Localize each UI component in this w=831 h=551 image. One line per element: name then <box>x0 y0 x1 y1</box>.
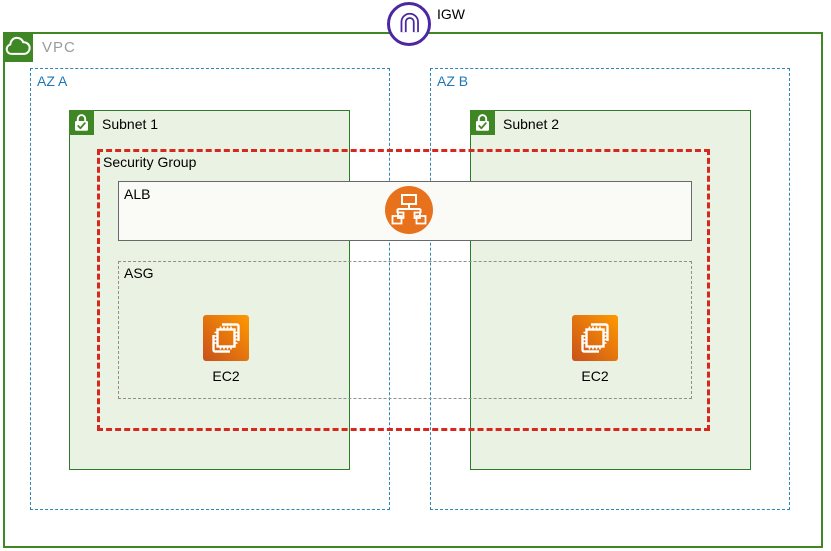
alb-label: ALB <box>124 186 151 202</box>
asg-container: ASG <box>118 261 692 399</box>
subnet-2-container <box>470 110 751 470</box>
az-a-container: AZ A <box>30 68 390 510</box>
vpc-label: VPC <box>42 39 76 56</box>
az-b-label: AZ B <box>437 73 469 89</box>
ec2-icon <box>203 315 249 361</box>
load-balancer-icon <box>385 186 433 234</box>
security-group-label: Security Group <box>103 154 197 170</box>
asg-label: ASG <box>124 265 154 281</box>
az-b-container: AZ B <box>430 68 790 510</box>
az-a-label: AZ A <box>37 73 68 89</box>
ec2-label: EC2 <box>212 368 240 384</box>
lock-check-icon <box>470 110 495 135</box>
subnet-1-container <box>69 110 350 470</box>
ec2-label: EC2 <box>581 368 609 384</box>
igw-label: IGW <box>437 6 465 22</box>
subnet-2-label: Subnet 2 <box>503 116 560 132</box>
internet-gateway-icon <box>387 2 431 46</box>
ec2-icon <box>572 315 618 361</box>
lock-check-icon <box>69 110 94 135</box>
cloud-icon <box>3 32 33 62</box>
security-group-container: Security Group <box>97 149 710 431</box>
subnet-1-label: Subnet 1 <box>102 116 159 132</box>
